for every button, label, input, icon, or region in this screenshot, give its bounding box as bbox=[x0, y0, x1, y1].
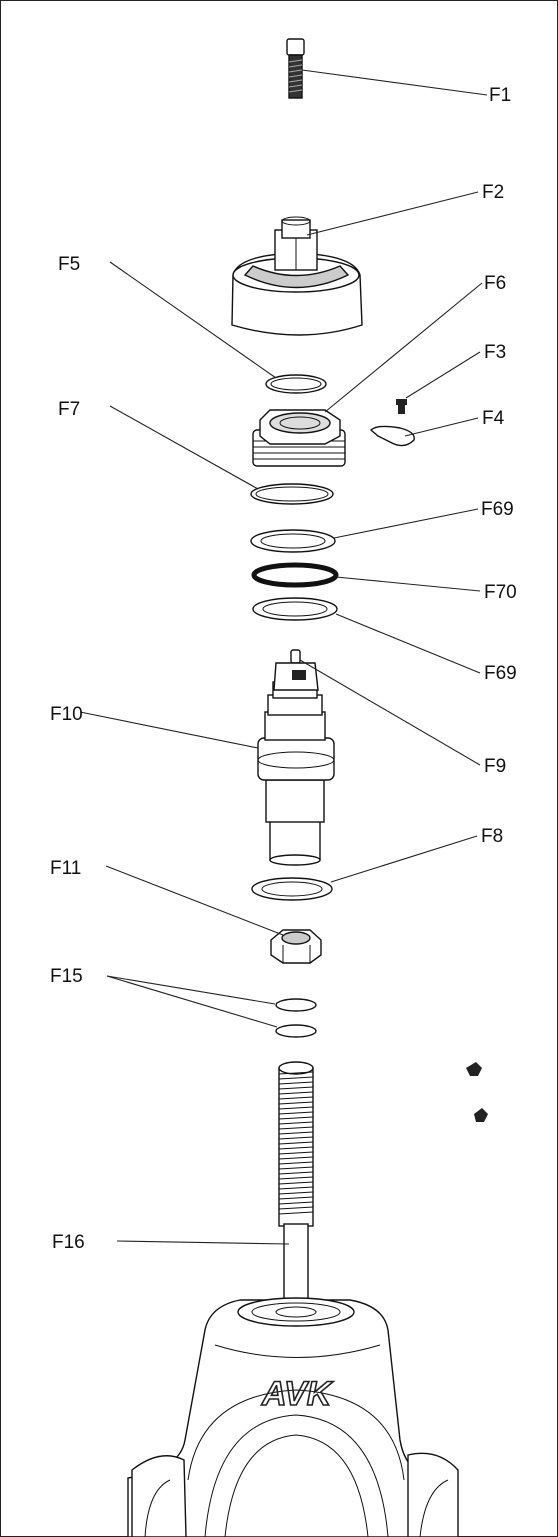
part-f1-screw bbox=[286, 38, 305, 99]
callout-f69-bottom: F69 bbox=[484, 663, 517, 684]
part-f15-ring-bottom bbox=[275, 1024, 317, 1038]
part-valve-body: AVK bbox=[127, 1297, 459, 1537]
callout-f5: F5 bbox=[58, 254, 80, 275]
leader-lines bbox=[79, 69, 488, 1245]
part-f7-oring-inner bbox=[255, 486, 329, 502]
part-f10-spindle bbox=[257, 662, 335, 866]
part-f2-cap bbox=[231, 216, 363, 336]
part-f4-plate bbox=[369, 425, 415, 447]
part-f69-washer-bottom bbox=[252, 597, 338, 621]
part-f70-washer bbox=[251, 562, 339, 588]
callout-f8: F8 bbox=[481, 826, 503, 847]
avk-logo: AVK bbox=[261, 1375, 334, 1413]
callout-f6: F6 bbox=[484, 273, 506, 294]
callout-f16: F16 bbox=[52, 1232, 85, 1253]
part-f15-ring-top bbox=[275, 998, 317, 1012]
part-f11-nut bbox=[270, 929, 322, 964]
loose-part-plug bbox=[474, 1108, 488, 1122]
callout-f11: F11 bbox=[50, 858, 81, 879]
callout-labels: F1 F2 F5 F6 F3 F7 F4 F69 F70 F69 F10 F9 … bbox=[50, 85, 517, 1253]
stem-thread bbox=[278, 1071, 314, 1215]
part-f5-oring-inner bbox=[270, 377, 322, 391]
part-f7-oring bbox=[250, 483, 334, 505]
callout-f9: F9 bbox=[484, 756, 506, 777]
callout-f1: F1 bbox=[489, 85, 511, 106]
callout-f69-top: F69 bbox=[481, 499, 514, 520]
part-f8-washer bbox=[251, 877, 333, 901]
callout-f70: F70 bbox=[484, 582, 517, 603]
callout-f4: F4 bbox=[482, 408, 505, 429]
callout-f7: F7 bbox=[58, 399, 80, 420]
part-f3-small-screw bbox=[396, 399, 407, 414]
callout-f2: F2 bbox=[482, 182, 504, 203]
part-f16-stem bbox=[278, 1061, 314, 1315]
part-f5-oring bbox=[265, 374, 327, 394]
callout-f10: F10 bbox=[50, 704, 83, 725]
part-f69-washer-top bbox=[250, 529, 336, 553]
part-f6-bushing bbox=[252, 409, 346, 467]
callout-f15: F15 bbox=[50, 966, 83, 987]
callout-f3: F3 bbox=[484, 342, 506, 363]
loose-part-grease-nipple bbox=[466, 1062, 482, 1076]
part-f9-pin bbox=[290, 649, 301, 664]
